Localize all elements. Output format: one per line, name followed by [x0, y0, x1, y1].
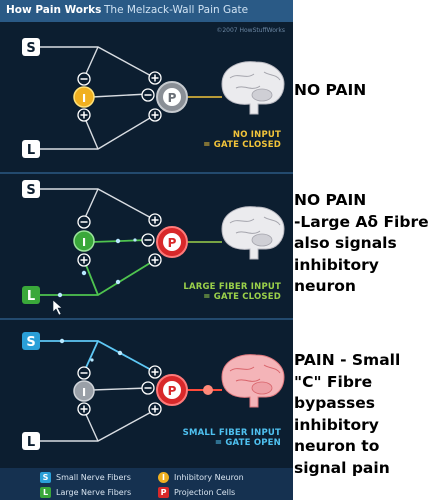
annotation-line: PAIN - Small	[294, 351, 401, 369]
pain-signal-glow	[203, 385, 213, 395]
caption-line: NO INPUT	[232, 130, 281, 140]
annotation-line: NO PAIN	[294, 81, 367, 99]
caption-line: LARGE FIBER INPUT	[183, 282, 281, 292]
panel-no-input: S L I P	[0, 22, 293, 172]
annotation-large-fibre: NO PAIN -Large Aδ Fibre also signals inh…	[294, 190, 429, 298]
small-fiber-box	[22, 180, 40, 198]
inhibitory-swatch: I	[158, 472, 169, 483]
active-large-fiber-pathway	[40, 239, 156, 296]
cursor-icon	[52, 299, 63, 316]
caption-line: = GATE CLOSED	[203, 140, 281, 150]
panel-divider	[0, 318, 293, 320]
nerve-pathways	[40, 46, 156, 150]
large-fiber-box	[22, 432, 40, 450]
nerve-pathways	[40, 387, 156, 442]
large-fiber-swatch: L	[40, 487, 51, 498]
pain-gate-figure: How Pain Works The Melzack-Wall Pain Gat…	[0, 0, 293, 500]
annotation-line: "C" Fibre	[294, 372, 373, 391]
brain-icon	[221, 206, 285, 260]
projection-cell-label: P	[168, 236, 177, 250]
signal-sparkles	[57, 238, 137, 298]
projection-cell-label: P	[168, 384, 177, 398]
annotation-line: neuron	[294, 277, 356, 295]
brain-icon	[221, 61, 285, 115]
legend-item-small-fibers: S Small Nerve Fibers	[40, 472, 131, 483]
annotation-no-pain: NO PAIN	[294, 80, 366, 102]
legend-item-large-fibers: L Large Nerve Fibers	[40, 487, 131, 498]
legend-label: Projection Cells	[174, 488, 236, 497]
panel-large-fiber-input: S L	[0, 174, 293, 324]
figure-header: How Pain Works The Melzack-Wall Pain Gat…	[0, 0, 293, 22]
large-fiber-box	[22, 286, 40, 304]
active-small-fiber-pathway	[40, 340, 156, 373]
brain-icon-pain	[221, 354, 285, 408]
figure-title: How Pain Works	[6, 4, 102, 16]
annotation-line: inhibitory	[294, 255, 379, 274]
legend-label: Small Nerve Fibers	[56, 473, 131, 482]
copyright-text: ©2007 HowStuffWorks	[216, 27, 285, 34]
large-fiber-label: L	[27, 435, 35, 450]
projection-cell-label: P	[168, 91, 177, 105]
annotation-small-fibre: PAIN - Small "C" Fibre bypasses inhibito…	[294, 350, 400, 479]
inhibitory-neuron	[73, 230, 95, 252]
panel-divider	[0, 172, 293, 174]
large-fiber-label: L	[27, 289, 35, 304]
caption-line: SMALL FIBER INPUT	[182, 428, 281, 438]
projection-swatch: P	[158, 487, 169, 498]
inhibitory-neuron-label: I	[82, 236, 86, 249]
legend-label: Inhibitory Neuron	[174, 473, 244, 482]
signal-sparkles	[59, 338, 123, 362]
annotation-line: also signals	[294, 234, 397, 252]
legend-item-projection: P Projection Cells	[158, 487, 235, 498]
nerve-pathways	[40, 188, 156, 221]
annotation-line: NO PAIN	[294, 191, 367, 209]
annotation-line: neuron to	[294, 437, 380, 455]
caption-line: = GATE CLOSED	[203, 292, 281, 302]
small-fiber-label: S	[26, 183, 35, 198]
inhibitory-neuron	[73, 380, 95, 402]
panel-caption: SMALL FIBER INPUT = GATE OPEN	[183, 428, 281, 448]
small-fiber-swatch: S	[40, 472, 51, 483]
small-fiber-label: S	[26, 335, 35, 350]
legend: S Small Nerve Fibers L Large Nerve Fiber…	[0, 468, 293, 500]
panel-small-fiber-input: S L	[0, 320, 293, 470]
inhibitory-neuron	[73, 86, 95, 108]
figure-subtitle: The Melzack-Wall Pain Gate	[104, 4, 249, 16]
inhibitory-neuron-label: I	[82, 386, 86, 399]
annotation-line: signal pain	[294, 458, 390, 477]
large-fiber-box	[22, 140, 40, 158]
annotation-line: inhibitory	[294, 415, 379, 434]
panel-caption: NO INPUT = GATE CLOSED	[203, 130, 281, 150]
legend-item-inhibitory: I Inhibitory Neuron	[158, 472, 244, 483]
small-fiber-box	[22, 38, 40, 56]
small-fiber-box	[22, 332, 40, 350]
inhibitory-neuron-label: I	[82, 92, 86, 105]
annotation-line: -Large Aδ Fibre	[294, 212, 429, 231]
large-fiber-label: L	[27, 143, 35, 158]
caption-line: = GATE OPEN	[214, 438, 281, 448]
small-fiber-label: S	[26, 41, 35, 56]
panel-caption: LARGE FIBER INPUT = GATE CLOSED	[183, 282, 281, 302]
legend-label: Large Nerve Fibers	[56, 488, 132, 497]
annotation-line: bypasses	[294, 394, 375, 412]
